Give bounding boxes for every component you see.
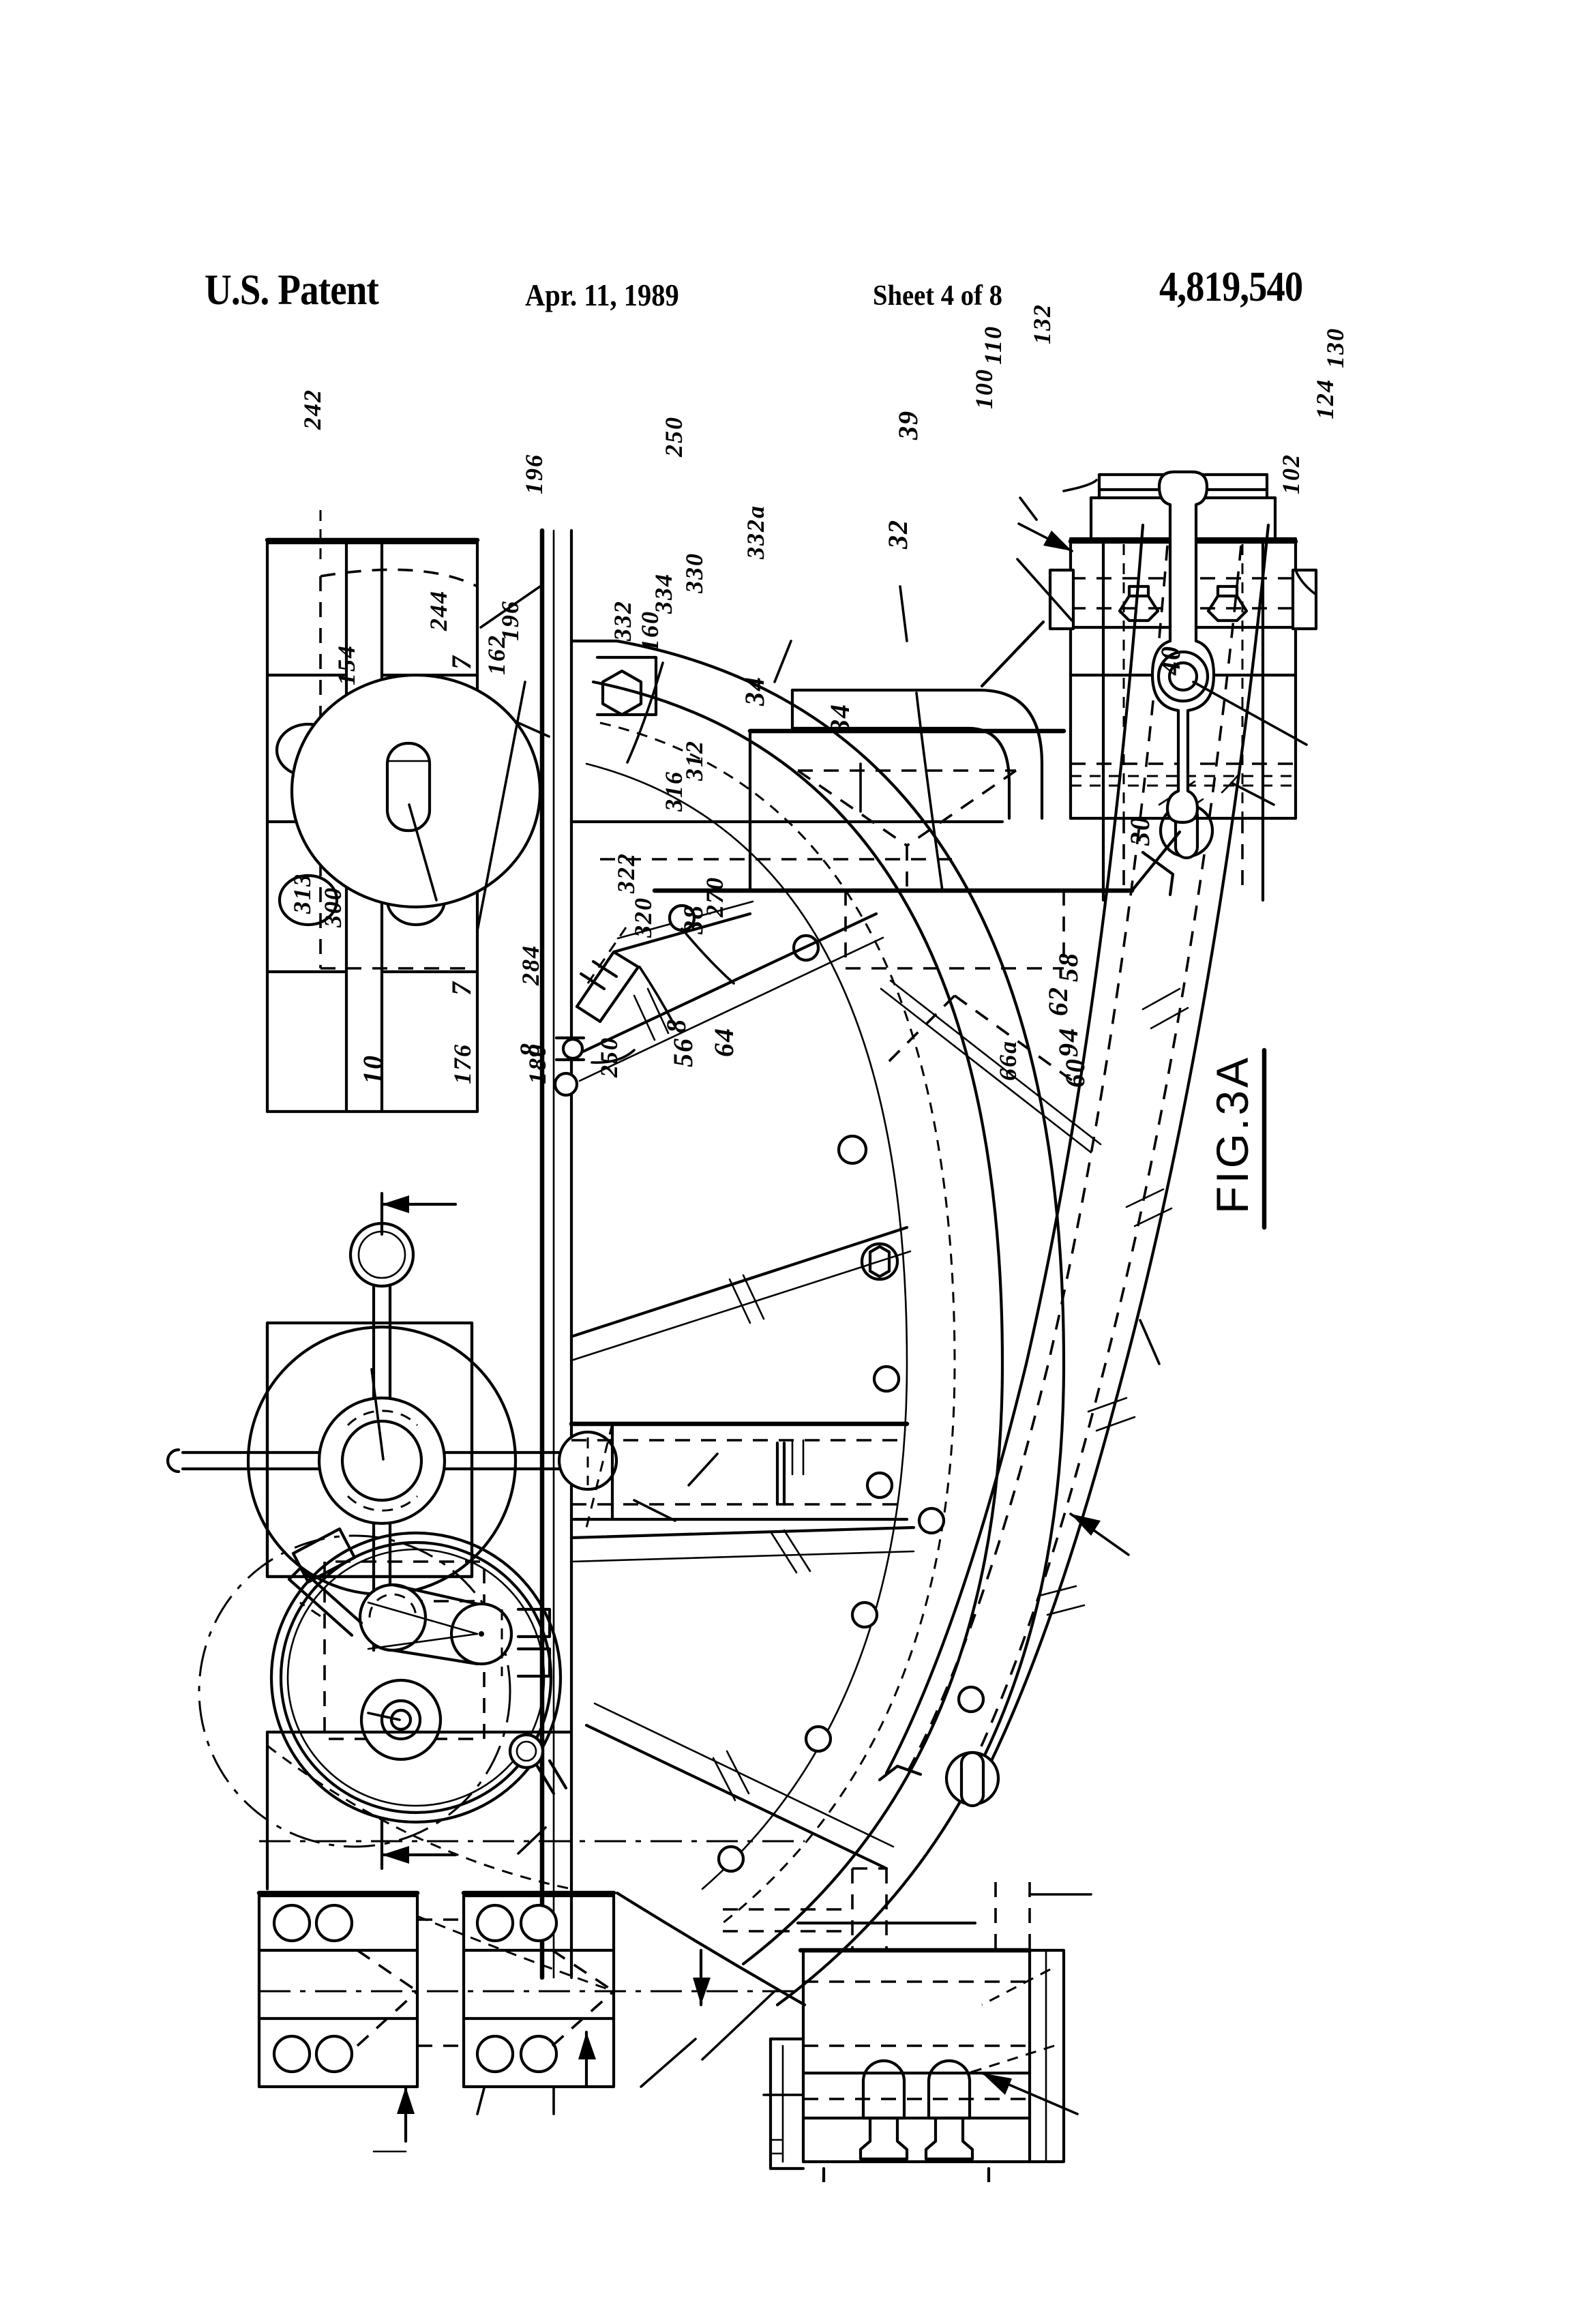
bent-bracket-100	[747, 620, 1066, 820]
ref-196a: 196	[520, 453, 548, 494]
ref-34b: 34	[824, 703, 855, 734]
ref-130: 130	[1322, 327, 1349, 368]
ref-102: 102	[1277, 453, 1304, 494]
ref-30: 30	[1124, 816, 1155, 846]
ref-8b: 8	[514, 1042, 545, 1057]
slotted-fastener-lower	[944, 1751, 1000, 1808]
ref-332a: 332a	[742, 505, 769, 560]
ref-32: 32	[882, 519, 913, 550]
figure-label: FIG.3A	[1207, 1055, 1257, 1214]
ref-34a: 34	[739, 676, 770, 706]
ref-132: 132	[1028, 303, 1056, 344]
ref-100: 100	[970, 368, 998, 409]
ref-322: 322	[612, 852, 640, 894]
ref-56: 56	[668, 1037, 698, 1067]
section-arrow-7-upper	[380, 1191, 458, 1236]
ref-162: 162	[483, 634, 510, 675]
ref-64: 64	[708, 1027, 739, 1057]
cam-gear-cluster-300	[198, 1527, 568, 1848]
leader-132	[1017, 479, 1098, 552]
ref-10: 10	[357, 1054, 388, 1084]
platform-panel-39	[652, 729, 1182, 1154]
ref-244: 244	[425, 590, 452, 631]
ref-320: 320	[629, 897, 657, 938]
ref-180: 180	[524, 1043, 551, 1084]
ref-334: 334	[650, 573, 677, 614]
view-direction-10	[372, 2085, 415, 2153]
arcuate-track-32	[569, 639, 1066, 2007]
section-arrow-7-lower	[380, 1819, 458, 1871]
ref-284: 284	[517, 944, 544, 986]
ref-124: 124	[1311, 378, 1339, 419]
leader-30	[1069, 1513, 1130, 1556]
patent-header: U.S. Patent Apr. 11, 1989 Sheet 4 of 8 4…	[0, 134, 1582, 314]
lower-housing-blocks	[256, 1890, 616, 2089]
ref-250b: 250	[595, 1037, 623, 1078]
ref-94: 94	[1053, 1027, 1084, 1057]
foot-assembly-60	[723, 1867, 1066, 2182]
ref-66a: 66a	[994, 1040, 1021, 1081]
ref-60: 60	[1060, 1058, 1090, 1088]
boom-arm-30	[878, 523, 1270, 1808]
ref-40: 40	[1155, 645, 1186, 676]
figure-label-group: FIG.3A	[1207, 1047, 1267, 1230]
section-arrow-8-right	[693, 1948, 711, 2007]
ref-300: 300	[319, 887, 346, 928]
ref-110: 110	[979, 325, 1006, 365]
ref-270: 270	[701, 876, 728, 918]
saddle-312	[569, 1421, 910, 1528]
patent-office-title: U.S. Patent	[205, 265, 379, 314]
patent-number: 4,819,540	[1159, 264, 1303, 310]
ref-7a: 7	[446, 655, 477, 670]
section-arrow-8-left	[578, 2030, 596, 2089]
sheet-number: Sheet 4 of 8	[873, 280, 1002, 312]
housing-block-242	[265, 537, 542, 1114]
ref-312: 312	[681, 740, 708, 781]
ref-242: 242	[299, 389, 326, 430]
head-assembly-110	[1048, 470, 1318, 902]
ref-160: 160	[636, 610, 663, 651]
ref-332: 332	[609, 600, 636, 642]
main-beam-250	[539, 528, 573, 1980]
ref-58: 58	[1053, 952, 1084, 982]
ref-62: 62	[1043, 986, 1073, 1016]
ref-316: 316	[660, 771, 687, 812]
ref-313: 313	[288, 873, 316, 914]
patent-issue-date: Apr. 11, 1989	[525, 278, 679, 312]
ref-330: 330	[681, 552, 708, 594]
ref-154: 154	[333, 644, 360, 685]
ref-8a: 8	[661, 1018, 691, 1033]
ref-39: 39	[893, 410, 923, 441]
ref-250a: 250	[660, 416, 687, 458]
ref-7b: 7	[446, 981, 477, 996]
ref-38: 38	[678, 904, 708, 935]
toggle-linkage-330	[553, 900, 754, 1097]
leader-60	[981, 2072, 1079, 2115]
ref-196b: 196	[496, 600, 524, 641]
ref-176: 176	[449, 1043, 476, 1084]
